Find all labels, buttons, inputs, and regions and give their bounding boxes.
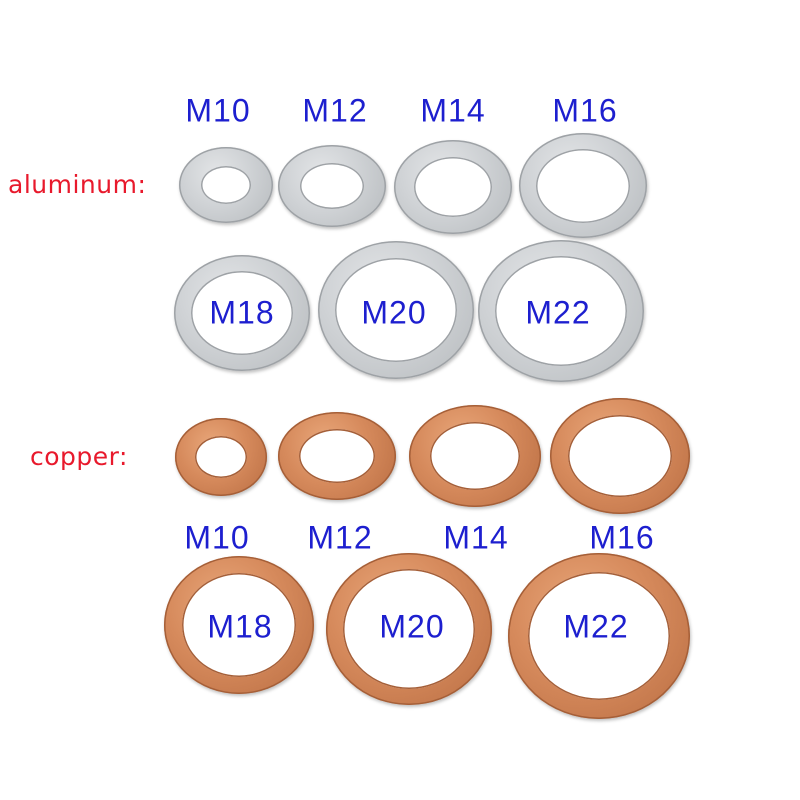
aluminum-size-label-m14: M14 (420, 92, 486, 129)
copper-washer-m16 (550, 398, 690, 514)
aluminum-size-label-m20: M20 (361, 294, 427, 331)
copper-washer-m14 (409, 405, 541, 507)
washer-hole (495, 256, 627, 366)
aluminum-size-label-m10: M10 (185, 92, 251, 129)
copper-washer-m18 (164, 556, 314, 694)
aluminum-size-label-m12: M12 (302, 92, 368, 129)
copper-size-label-m14: M14 (443, 519, 509, 556)
copper-washer-m10 (175, 418, 267, 496)
copper-size-label-m12: M12 (307, 519, 373, 556)
washer-hole (335, 258, 457, 362)
aluminum-size-label-m22: M22 (525, 294, 591, 331)
washer-hole (528, 572, 670, 700)
copper-size-label-m10: M10 (184, 519, 250, 556)
aluminum-label: aluminum: (8, 170, 147, 199)
aluminum-washer-m18 (174, 255, 310, 371)
washer-hole (300, 163, 364, 209)
aluminum-washer-m10 (179, 147, 273, 223)
aluminum-size-label-m18: M18 (209, 294, 275, 331)
copper-size-label-m16: M16 (589, 519, 655, 556)
washer-hole (568, 415, 672, 497)
copper-size-label-m22: M22 (563, 608, 629, 645)
washer-hole (182, 573, 296, 677)
washer-hole (536, 148, 630, 223)
copper-label: copper: (30, 442, 128, 471)
copper-washer-m12 (278, 412, 396, 500)
aluminum-washer-m14 (394, 140, 512, 234)
copper-washer-m22 (508, 553, 690, 719)
copper-washer-m20 (326, 553, 492, 705)
washer-hole (414, 157, 492, 217)
aluminum-washer-m16 (519, 133, 647, 238)
aluminum-size-label-m16: M16 (552, 92, 618, 129)
copper-size-label-m20: M20 (379, 608, 445, 645)
washer-hole (430, 422, 520, 490)
washer-hole (299, 429, 375, 483)
aluminum-washer-m22 (478, 240, 644, 382)
washer-hole (343, 569, 475, 689)
aluminum-washer-m20 (318, 241, 474, 379)
washer-hole (195, 436, 247, 478)
copper-size-label-m18: M18 (207, 608, 273, 645)
washer-hole (201, 166, 251, 204)
washer-hole (191, 271, 293, 355)
aluminum-washer-m12 (278, 145, 386, 227)
